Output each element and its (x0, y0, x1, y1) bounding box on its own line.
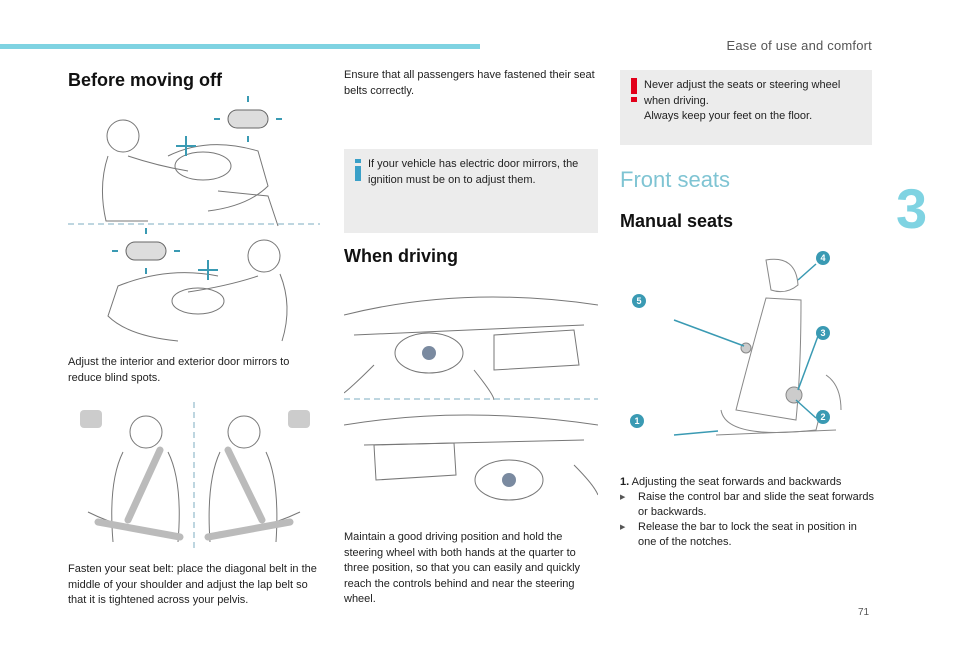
header-accent-bar (0, 44, 480, 49)
item-1-number: 1. (620, 476, 630, 488)
warning-line-2: Always keep your feet on the floor. (644, 110, 813, 122)
front-seats-title: Front seats (620, 167, 731, 192)
callout-5: 5 (632, 294, 646, 308)
instruction-bullet: Release the bar to lock the seat in posi… (620, 520, 876, 550)
when-driving-title: When driving (344, 246, 458, 266)
warning-line-1: Never adjust the seats or steering wheel… (644, 79, 841, 107)
info-note-text: If your vehicle has electric door mirror… (368, 158, 579, 186)
chapter-number: 3 (896, 177, 928, 240)
item-1-title: Adjusting the seat forwards and backward… (631, 476, 842, 488)
mirror-caption: Adjust the interior and exterior door mi… (68, 356, 290, 384)
callout-1: 1 (630, 414, 644, 428)
section-title: Ease of use and comfort (726, 38, 872, 53)
seat-belt-illustration (68, 402, 320, 552)
info-icon (352, 159, 364, 181)
mirror-adjust-illustration (68, 96, 320, 348)
warning-note-box: Never adjust the seats or steering wheel… (620, 70, 872, 145)
seat-adjust-instructions: 1. Adjusting the seat forwards and backw… (620, 475, 876, 550)
instruction-bullet: Raise the control bar and slide the seat… (620, 490, 876, 520)
callout-4: 4 (816, 251, 830, 265)
before-moving-off-title: Before moving off (68, 70, 223, 90)
seat-adjustment-illustration: 4 5 3 1 2 (626, 250, 876, 450)
manual-seats-title: Manual seats (620, 211, 734, 231)
driving-position-illustration (344, 275, 598, 523)
passengers-seatbelt-text: Ensure that all passengers have fastened… (344, 69, 595, 97)
driving-caption: Maintain a good driving position and hol… (344, 531, 581, 605)
warning-icon (628, 78, 640, 102)
callout-3: 3 (816, 326, 830, 340)
item-1-heading: 1. Adjusting the seat forwards and backw… (620, 475, 876, 490)
page-number: 71 (858, 607, 870, 618)
callout-2: 2 (816, 410, 830, 424)
info-note-box: If your vehicle has electric door mirror… (344, 149, 598, 233)
seat-belt-caption: Fasten your seat belt: place the diagona… (68, 563, 317, 606)
